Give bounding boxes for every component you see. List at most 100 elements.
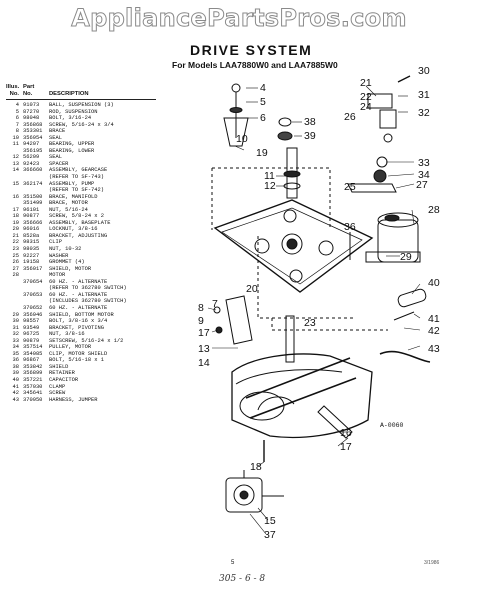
callout-27: 27 <box>416 179 428 191</box>
nut-17-left <box>215 326 223 334</box>
header-illus: Illus. <box>6 84 20 90</box>
description: SEAL <box>49 154 62 161</box>
part-no: 357514 <box>23 344 43 351</box>
capacitor-40 <box>397 288 427 308</box>
illus-no: 19 <box>12 219 19 226</box>
header-no: No. <box>9 91 19 97</box>
description: BRACE, MANIFOLD <box>49 193 98 200</box>
callout-21: 21 <box>360 77 372 89</box>
callout-43: 43 <box>428 343 440 355</box>
illus-no: 39 <box>12 370 19 377</box>
description: SHIELD, BOTTOM MOTOR <box>49 311 114 318</box>
description: ASSEMBLY, BASEPLATE <box>49 219 111 226</box>
callout-41: 41 <box>428 313 440 325</box>
part-no: 356666 <box>23 219 43 226</box>
header-part-no: No. <box>23 91 33 97</box>
part-no: 357030 <box>23 383 43 390</box>
callout-36: 36 <box>344 221 356 233</box>
illus-no: 41 <box>12 383 19 390</box>
parts-row: (REFER TO SF-743) <box>6 174 156 181</box>
suspension-washer <box>229 107 243 113</box>
description: BALL, SUSPENSION (3) <box>49 102 114 108</box>
callout-39: 39 <box>304 130 316 142</box>
callout-17-right: 17 <box>340 441 352 453</box>
description: ROD, SUSPENSION <box>49 108 98 115</box>
description: SCREW, 5/16-24 x 3/4 <box>49 121 114 128</box>
baseplate-inner <box>221 207 363 285</box>
illus-no: 18 <box>12 213 19 220</box>
gearcase-rib <box>235 369 343 385</box>
description: SCREW, 5/8-24 x 2 <box>49 213 104 220</box>
illus-no: 16 <box>12 193 19 200</box>
part-no: 91073 <box>23 102 40 108</box>
parts-row: (INCLUDES 362780 SWITCH) <box>6 298 156 305</box>
callout-31: 31 <box>418 89 430 101</box>
description: BRACE, MOTOR <box>49 200 88 207</box>
callout-29: 29 <box>400 251 412 263</box>
illus-no: 6 <box>15 115 19 122</box>
illus-no: 42 <box>12 390 19 397</box>
baseplate-hub <box>281 233 303 255</box>
illus-no: 34 <box>12 344 19 351</box>
callout-16: 16 <box>340 427 352 439</box>
part-no: 19158 <box>23 259 40 266</box>
callout-38: 38 <box>304 116 316 128</box>
baseplate-grommet-right <box>318 240 334 256</box>
part-no: 96725 <box>23 331 40 338</box>
nut-32 <box>383 133 393 143</box>
corner-mark: 3/1986 <box>424 560 440 566</box>
baseplate <box>213 199 374 293</box>
gearcase <box>231 353 373 439</box>
shaft-seal <box>283 182 301 190</box>
callout-leaders <box>207 85 421 535</box>
part-no: 370950 <box>23 396 43 403</box>
illus-no: 35 <box>12 350 19 357</box>
part-no: 92227 <box>23 252 40 259</box>
description: NUT, 5/16-24 <box>49 206 88 213</box>
description: NUT, 10-32 <box>49 246 82 253</box>
watermark-text: AppliancePartsPros.com <box>71 4 407 33</box>
part-no: 98557 <box>23 318 40 325</box>
illus-no: 21 <box>12 232 19 239</box>
callout-33: 33 <box>418 157 430 169</box>
header-part: Part <box>23 84 35 90</box>
harness-43 <box>379 350 431 363</box>
callout-4: 4 <box>260 82 266 94</box>
parts-row: (REFER TO 362780 SWITCH) <box>6 285 156 292</box>
frame-dashed-right <box>271 318 388 331</box>
description: SETSCREW, 5/16-24 x 1/2 <box>49 337 124 344</box>
description: PULLEY, MOTOR <box>49 344 92 351</box>
drive-belt-bottom <box>249 377 357 419</box>
description: BEARING, UPPER <box>49 141 95 148</box>
part-no: 353842 <box>23 363 43 370</box>
description: RETAINER <box>49 370 75 377</box>
description: CLIP, MOTOR SHIELD <box>49 350 108 357</box>
header-description: DESCRIPTION <box>49 91 89 97</box>
part-no: 90877 <box>23 213 40 220</box>
description: BRACKET, PIVOTING <box>49 324 104 331</box>
part-no: 345641 <box>23 390 43 397</box>
pulley-34 <box>373 169 387 183</box>
callout-17-left: 17 <box>198 327 210 339</box>
part-no: 356017 <box>23 265 43 272</box>
illus-no: 11 <box>12 141 19 148</box>
illus-no: 8 <box>15 128 19 135</box>
gearcase-pulley <box>257 396 295 411</box>
part-no: 357221 <box>23 376 43 383</box>
